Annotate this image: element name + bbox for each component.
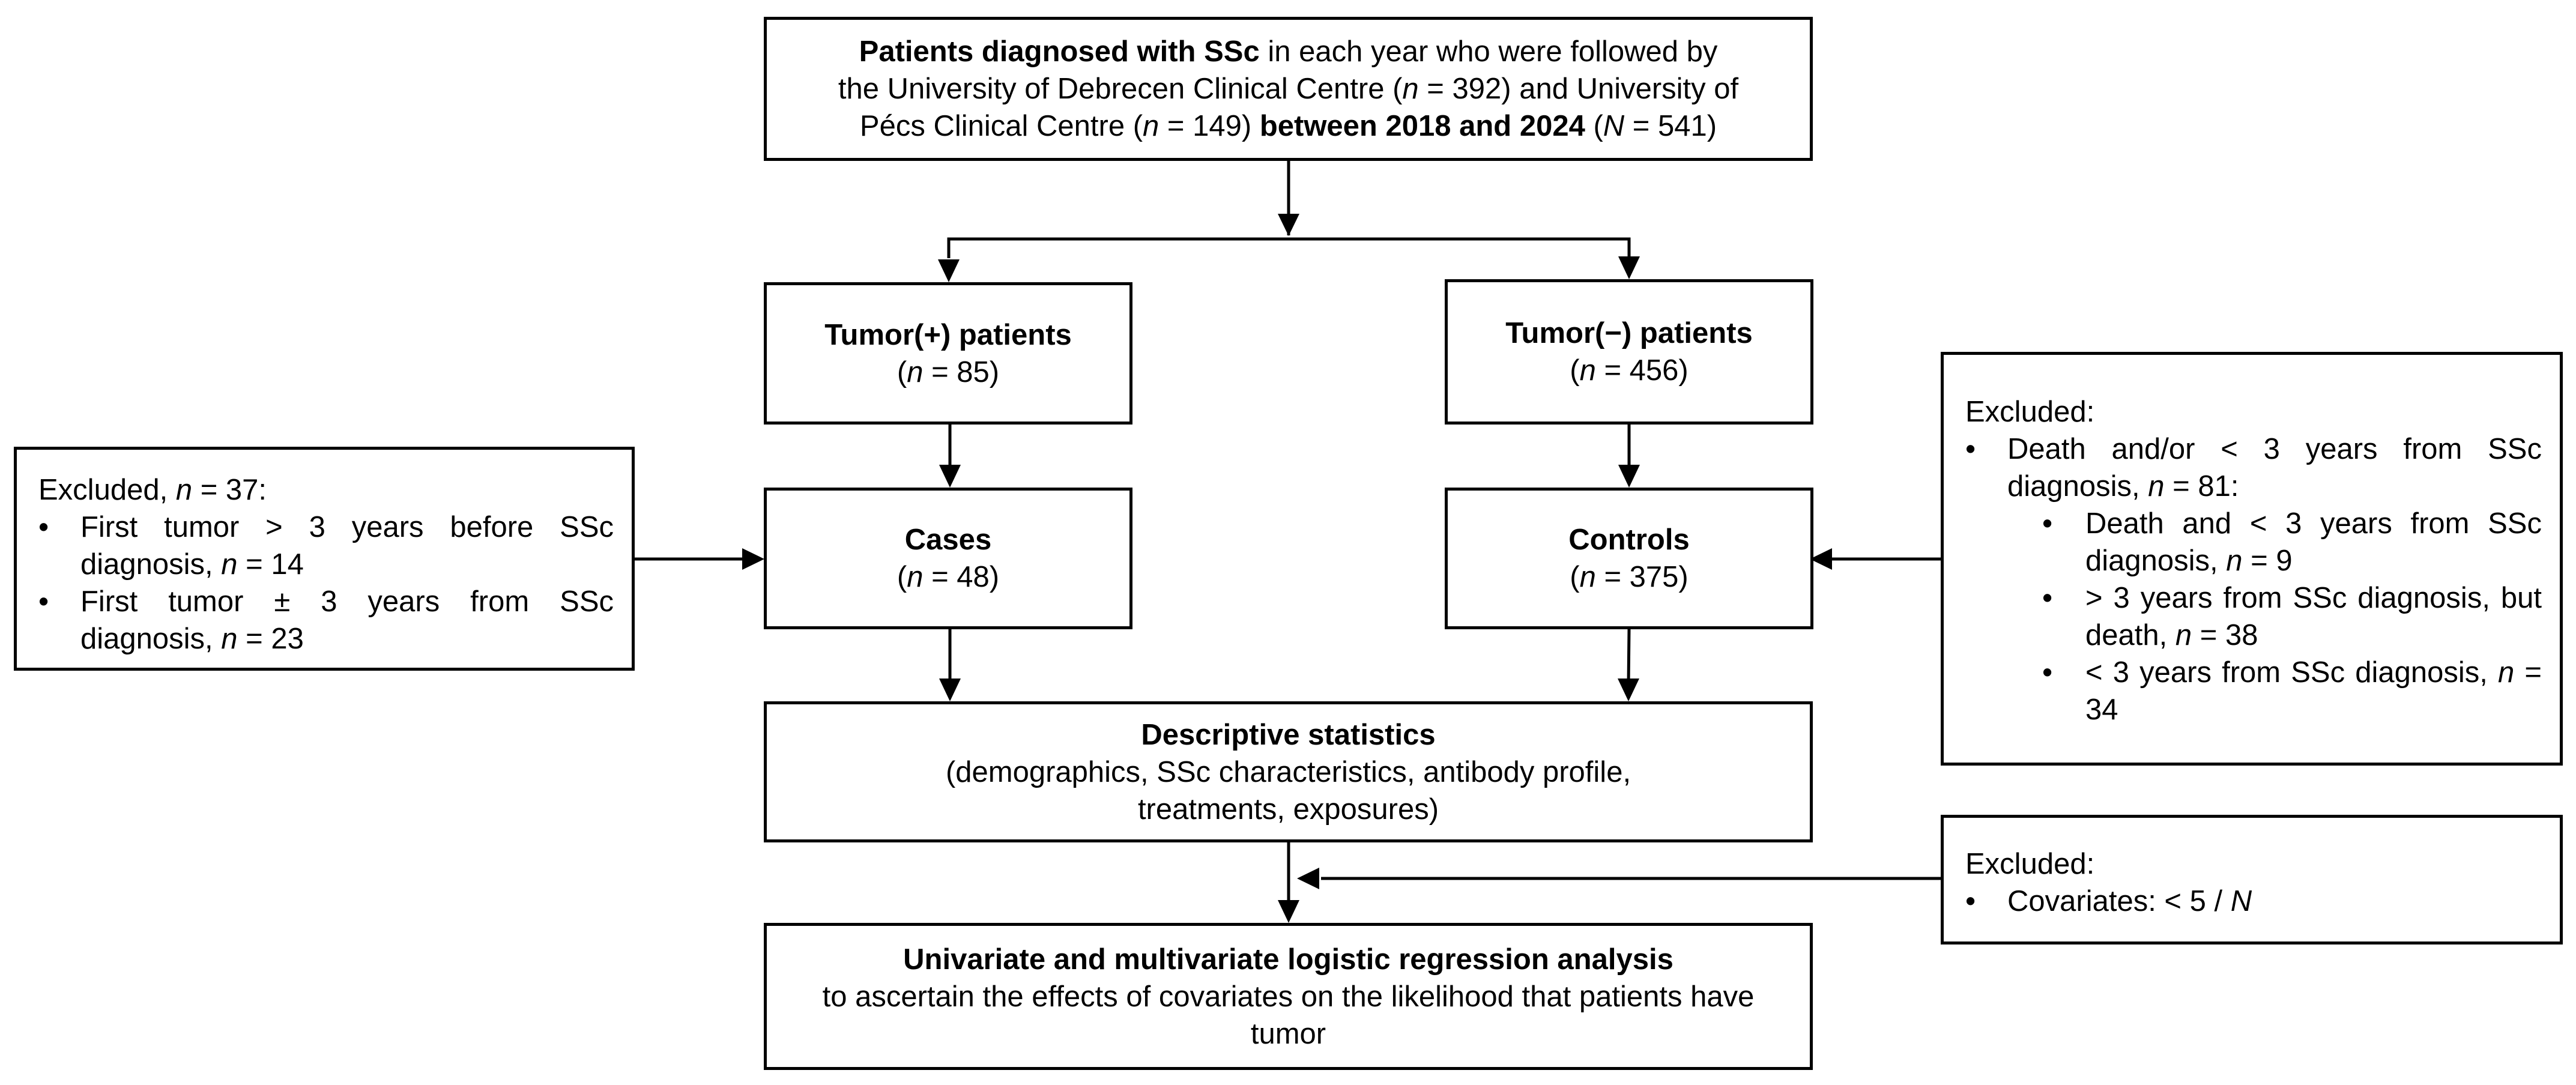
descriptive-line-1: (demographics, SSc characteristics, anti… xyxy=(945,755,1631,788)
regression-analysis-box: Univariate and multivariate logistic reg… xyxy=(764,923,1813,1070)
arrowhead xyxy=(1618,679,1639,701)
arrowhead xyxy=(1618,256,1640,279)
cases-box: Cases (n = 48) xyxy=(764,488,1132,629)
tumor-negative-title: Tumor(−) patients xyxy=(1505,317,1753,349)
split-line xyxy=(947,237,1631,258)
left-excluded-heading: Excluded, n = 37: xyxy=(38,474,267,506)
descriptive-line-2: treatments, exposures) xyxy=(1137,793,1439,826)
right-excluded-subitem-2: •> 3 years from SSc diagnosis, but death… xyxy=(2042,582,2542,651)
top-patients-box: Patients diagnosed with SSc in each year… xyxy=(764,17,1813,161)
cases-title: Cases xyxy=(904,524,992,556)
covariates-excluded-box: Excluded: •Covariates: < 5 / N xyxy=(1941,815,2563,944)
regression-title: Univariate and multivariate logistic reg… xyxy=(903,943,1673,976)
right-excluded-item: •Death and/or < 3 years from SSc diagnos… xyxy=(1965,433,2542,503)
top-bold-2: between 2018 and 2024 xyxy=(1259,110,1585,142)
arrowhead xyxy=(1297,868,1319,889)
top-bold-1: Patients diagnosed with SSc xyxy=(859,35,1260,68)
arrowhead xyxy=(1618,465,1640,488)
arrowhead xyxy=(1810,548,1832,570)
descriptive-title: Descriptive statistics xyxy=(1141,718,1436,751)
controls-title: Controls xyxy=(1568,524,1690,556)
left-excluded-item-1: •First tumor > 3 years before SSc diagno… xyxy=(38,511,614,581)
controls-box: Controls (n = 375) xyxy=(1445,488,1813,629)
descriptive-statistics-box: Descriptive statistics (demographics, SS… xyxy=(764,701,1813,842)
arrowhead xyxy=(1278,214,1299,236)
tumor-positive-title: Tumor(+) patients xyxy=(824,318,1072,351)
tumor-positive-box: Tumor(+) patients (n = 85) xyxy=(764,282,1132,425)
covariates-excluded-heading: Excluded: xyxy=(1965,848,2095,880)
right-excluded-subitem-1: •Death and < 3 years from SSc diagnosis,… xyxy=(2042,507,2542,577)
left-excluded-box: Excluded, n = 37: •First tumor > 3 years… xyxy=(14,447,635,671)
covariates-excluded-item: •Covariates: < 5 / N xyxy=(1965,885,2252,917)
arrowhead xyxy=(1278,900,1299,923)
right-excluded-subitem-3: •< 3 years from SSc diagnosis, n = 34 xyxy=(2042,656,2542,726)
right-excluded-heading: Excluded: xyxy=(1965,396,2095,428)
left-excluded-item-2: •First tumor ± 3 years from SSc diagnosi… xyxy=(38,585,614,655)
regression-line-2: tumor xyxy=(1250,1017,1326,1050)
regression-line-1: to ascertain the effects of covariates o… xyxy=(822,980,1755,1013)
arrowhead xyxy=(939,465,961,488)
arrowhead xyxy=(742,548,764,570)
tumor-negative-box: Tumor(−) patients (n = 456) xyxy=(1445,279,1813,425)
arrow-controls-to-descriptive xyxy=(1627,629,1631,685)
right-excluded-box: Excluded: •Death and/or < 3 years from S… xyxy=(1941,352,2563,766)
arrowhead xyxy=(939,679,961,701)
arrowhead xyxy=(938,259,960,282)
